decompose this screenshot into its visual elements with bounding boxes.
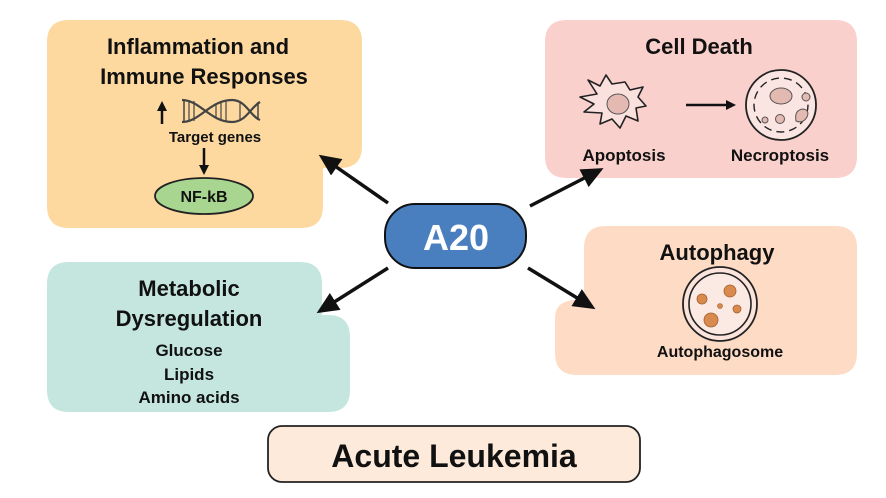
nfkb-ellipse xyxy=(154,177,254,215)
connector-arrows xyxy=(316,154,604,314)
a20-node: A20 xyxy=(384,203,527,269)
inflammation-title-line2: Immune Responses xyxy=(100,64,308,89)
metabolic-item: Lipids xyxy=(164,365,214,384)
target-genes-label: Target genes xyxy=(169,129,261,146)
acute-leukemia-label: Acute Leukemia xyxy=(331,438,577,474)
necroptosis-label: Necroptosis xyxy=(731,146,829,165)
a20-label: A20 xyxy=(423,217,489,258)
inflammation-node: Inflammation and Immune Responses Target… xyxy=(47,20,362,228)
dna-helix-icon xyxy=(181,98,261,124)
necroptotic-cell-icon xyxy=(745,69,817,141)
metabolic-node: Metabolic Dysregulation Glucose Lipids A… xyxy=(47,262,350,412)
acute-leukemia-node: Acute Leukemia xyxy=(267,425,641,483)
metabolic-box xyxy=(47,262,350,412)
autophagy-title: Autophagy xyxy=(660,240,776,265)
autophagosome-icon xyxy=(682,266,758,342)
autophagosome-label: Autophagosome xyxy=(657,344,783,361)
metabolic-item: Amino acids xyxy=(138,388,239,407)
autophagy-node: Autophagy Autophagosome xyxy=(555,226,857,375)
metabolic-item: Glucose xyxy=(155,341,222,360)
acute-leukemia-box xyxy=(267,425,641,483)
arrow-to-inflammation xyxy=(318,154,390,205)
inflammation-title-line1: Inflammation and xyxy=(107,34,289,59)
apoptosis-label: Apoptosis xyxy=(582,146,665,165)
cell-death-title: Cell Death xyxy=(645,34,753,59)
metabolic-title-line2: Dysregulation xyxy=(116,306,263,331)
apoptotic-cell-icon xyxy=(579,74,647,129)
inflammation-box xyxy=(47,20,362,228)
nfkb-label: NF-kB xyxy=(180,189,227,206)
cell-death-node: Cell Death Apoptosis Necroptosis xyxy=(545,20,857,178)
a20-pill xyxy=(384,203,527,269)
arrow-to-autophagy xyxy=(527,266,596,310)
arrow-to-metabolic xyxy=(316,266,389,314)
arrow-to-cell-death xyxy=(529,168,604,208)
metabolic-title-line1: Metabolic xyxy=(138,276,239,301)
